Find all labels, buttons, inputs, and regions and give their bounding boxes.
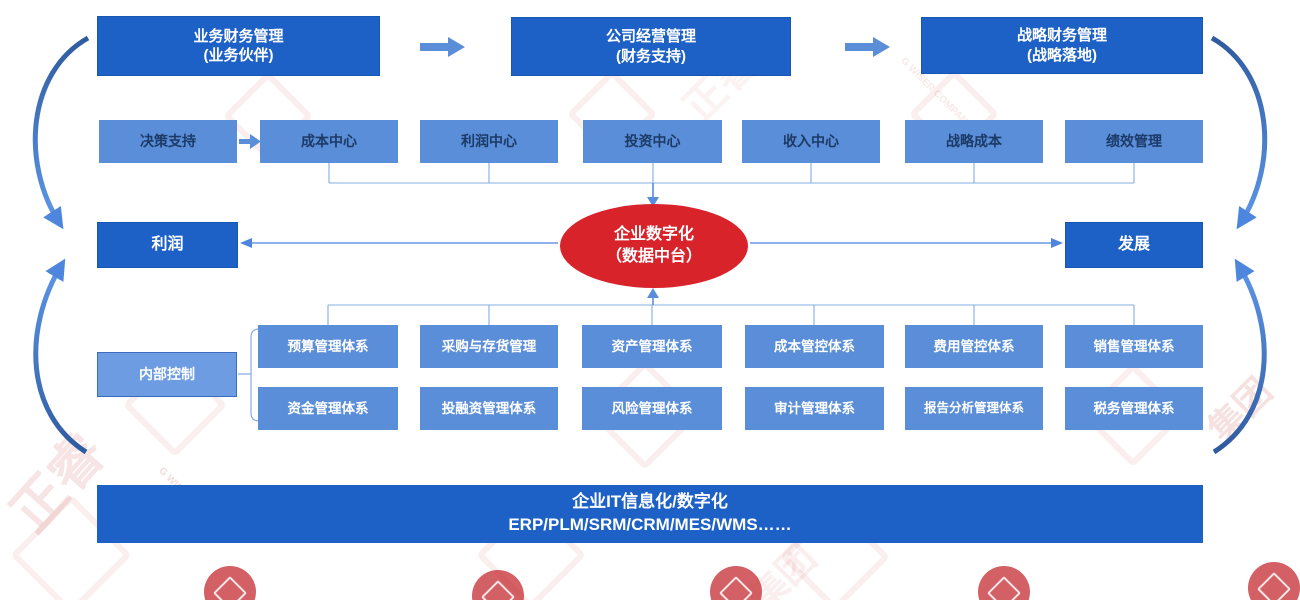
box-label: 投资中心	[624, 133, 681, 150]
watermark-logo-circle	[978, 566, 1030, 600]
box-fund-system: 资金管理体系	[258, 387, 398, 430]
box-label: 审计管理体系	[774, 400, 855, 416]
box-label: 风险管理体系	[611, 400, 693, 416]
box-profit: 利润	[97, 222, 238, 268]
box-label: 决策支持	[140, 133, 196, 150]
box-procurement-inventory: 采购与存货管理	[420, 325, 558, 368]
upper-bus-connector	[328, 163, 1135, 184]
box-investment-financing-system: 投融资管理体系	[420, 387, 558, 430]
watermark-logo-circle	[472, 570, 524, 600]
watermark-logo-circle	[710, 566, 762, 600]
box-label: 投融资管理体系	[441, 400, 537, 416]
box-asset-system: 资产管理体系	[582, 325, 722, 368]
hub-left-arrow	[240, 238, 558, 248]
curved-arrow-left-bottom	[33, 258, 88, 455]
watermark-logo-circle	[204, 566, 256, 600]
curved-arrow-right-top	[1210, 35, 1268, 230]
box-label: 预算管理体系	[287, 338, 369, 354]
box-audit-system: 审计管理体系	[745, 387, 884, 430]
box-strategic-cost: 战略成本	[905, 120, 1043, 163]
watermark-group-text: 集团	[1199, 369, 1280, 450]
hub-right-arrow	[750, 238, 1063, 248]
box-risk-system: 风险管理体系	[582, 387, 722, 430]
lower-bus-connector	[327, 304, 1135, 325]
box-development: 发展	[1065, 222, 1203, 268]
bar-line1: 企业IT信息化/数字化	[572, 492, 728, 512]
box-label: 内部控制	[139, 366, 195, 383]
box-internal-control: 内部控制	[97, 352, 237, 397]
box-line1: 公司经营管理	[605, 28, 696, 45]
box-tax-system: 税务管理体系	[1065, 387, 1203, 430]
box-line2: (财务支持)	[616, 47, 686, 65]
hub-up-arrow	[647, 288, 659, 305]
box-line1: 业务财务管理	[193, 27, 284, 45]
box-label: 利润	[151, 235, 184, 253]
box-strategic-finance: 战略财务管理 (战略落地)	[921, 17, 1203, 74]
internal-control-brace	[238, 328, 260, 422]
box-investment-center: 投资中心	[583, 120, 722, 163]
box-profit-center: 利润中心	[420, 120, 558, 163]
box-line2: (战略落地)	[1027, 46, 1097, 64]
box-performance-management: 绩效管理	[1065, 120, 1203, 163]
decision-arrow-icon	[239, 134, 261, 149]
box-label: 资金管理体系	[287, 400, 369, 416]
box-label: 收入中心	[783, 133, 839, 150]
box-budget-system: 预算管理体系	[258, 325, 398, 368]
box-sales-system: 销售管理体系	[1065, 325, 1203, 368]
box-label: 利润中心	[461, 133, 517, 150]
box-company-operation: 公司经营管理 (财务支持)	[511, 17, 791, 76]
box-cost-control-system: 成本管控体系	[745, 325, 884, 368]
digital-hub-ellipse: 企业数字化 （数据中台）	[560, 204, 748, 288]
box-business-finance: 业务财务管理 (业务伙伴)	[97, 16, 380, 76]
hub-line1: 企业数字化	[613, 226, 694, 244]
watermark-logo-circle	[1248, 562, 1300, 600]
curved-arrow-left-top	[32, 35, 90, 230]
box-label: 成本管控体系	[774, 338, 855, 354]
box-line1: 战略财务管理	[1016, 27, 1107, 44]
box-label: 费用管控体系	[933, 338, 1015, 354]
box-label: 采购与存货管理	[441, 338, 537, 354]
box-revenue-center: 收入中心	[742, 120, 880, 163]
box-label: 发展	[1117, 235, 1150, 253]
box-expense-control-system: 费用管控体系	[905, 325, 1043, 368]
curved-arrow-right-bottom	[1212, 258, 1267, 455]
box-cost-center: 成本中心	[260, 120, 398, 163]
box-label: 战略成本	[946, 133, 1002, 150]
box-line2: (业务伙伴)	[203, 47, 274, 64]
bar-line2: ERP/PLM/SRM/CRM/MES/WMS……	[508, 515, 792, 534]
box-label: 绩效管理	[1106, 133, 1162, 150]
box-label: 税务管理体系	[1093, 400, 1175, 416]
box-label: 成本中心	[301, 133, 357, 150]
box-decision-support: 决策支持	[99, 120, 237, 163]
box-label: 销售管理体系	[1093, 338, 1175, 354]
box-label: 报告分析管理体系	[923, 401, 1024, 416]
box-report-analysis-system: 报告分析管理体系	[905, 387, 1043, 430]
box-label: 资产管理体系	[611, 338, 693, 354]
it-digitalization-bar: 企业IT信息化/数字化 ERP/PLM/SRM/CRM/MES/WMS……	[97, 485, 1203, 543]
hub-line2: （数据中台）	[605, 248, 702, 265]
